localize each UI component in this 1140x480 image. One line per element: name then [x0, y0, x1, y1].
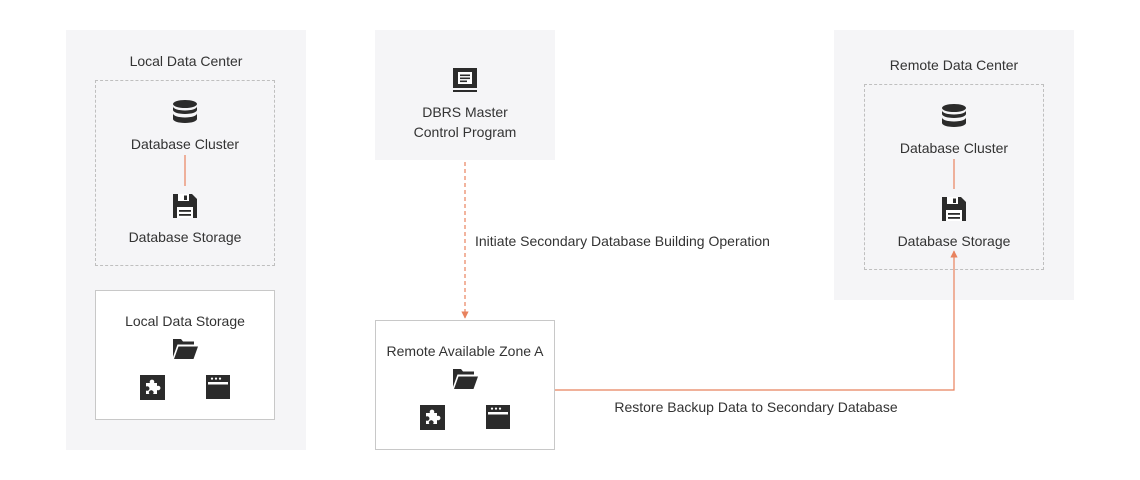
dbrs-master-panel [375, 30, 555, 160]
initiate-edge-label: Initiate Secondary Database Building Ope… [475, 233, 770, 249]
floppy-disk-icon [941, 196, 967, 222]
restore-arrow [555, 250, 958, 391]
dbrs-title-line1: DBRS Master [422, 104, 508, 120]
remote-data-center-title: Remote Data Center [889, 57, 1019, 73]
folder-icon [172, 338, 199, 360]
database-icon [941, 103, 967, 129]
remote-storage-label: Database Storage [897, 233, 1011, 249]
database-icon [172, 99, 198, 125]
local-db-group [95, 80, 275, 266]
application-window-icon [486, 405, 510, 429]
puzzle-piece-icon [420, 405, 445, 430]
local-storage-label: Database Storage [128, 229, 242, 245]
puzzle-piece-icon [140, 375, 165, 400]
remote-zone-title: Remote Available Zone A [386, 343, 544, 359]
local-data-storage-title: Local Data Storage [125, 313, 245, 329]
application-window-icon [206, 375, 230, 399]
local-cluster-label: Database Cluster [130, 136, 240, 152]
folder-icon [452, 368, 479, 390]
document-icon [452, 67, 478, 93]
dbrs-title-line2: Control Program [413, 124, 517, 140]
restore-edge-label: Restore Backup Data to Secondary Databas… [614, 399, 898, 415]
remote-cluster-label: Database Cluster [899, 140, 1009, 156]
local-data-center-title: Local Data Center [129, 53, 243, 69]
floppy-disk-icon [172, 193, 198, 219]
